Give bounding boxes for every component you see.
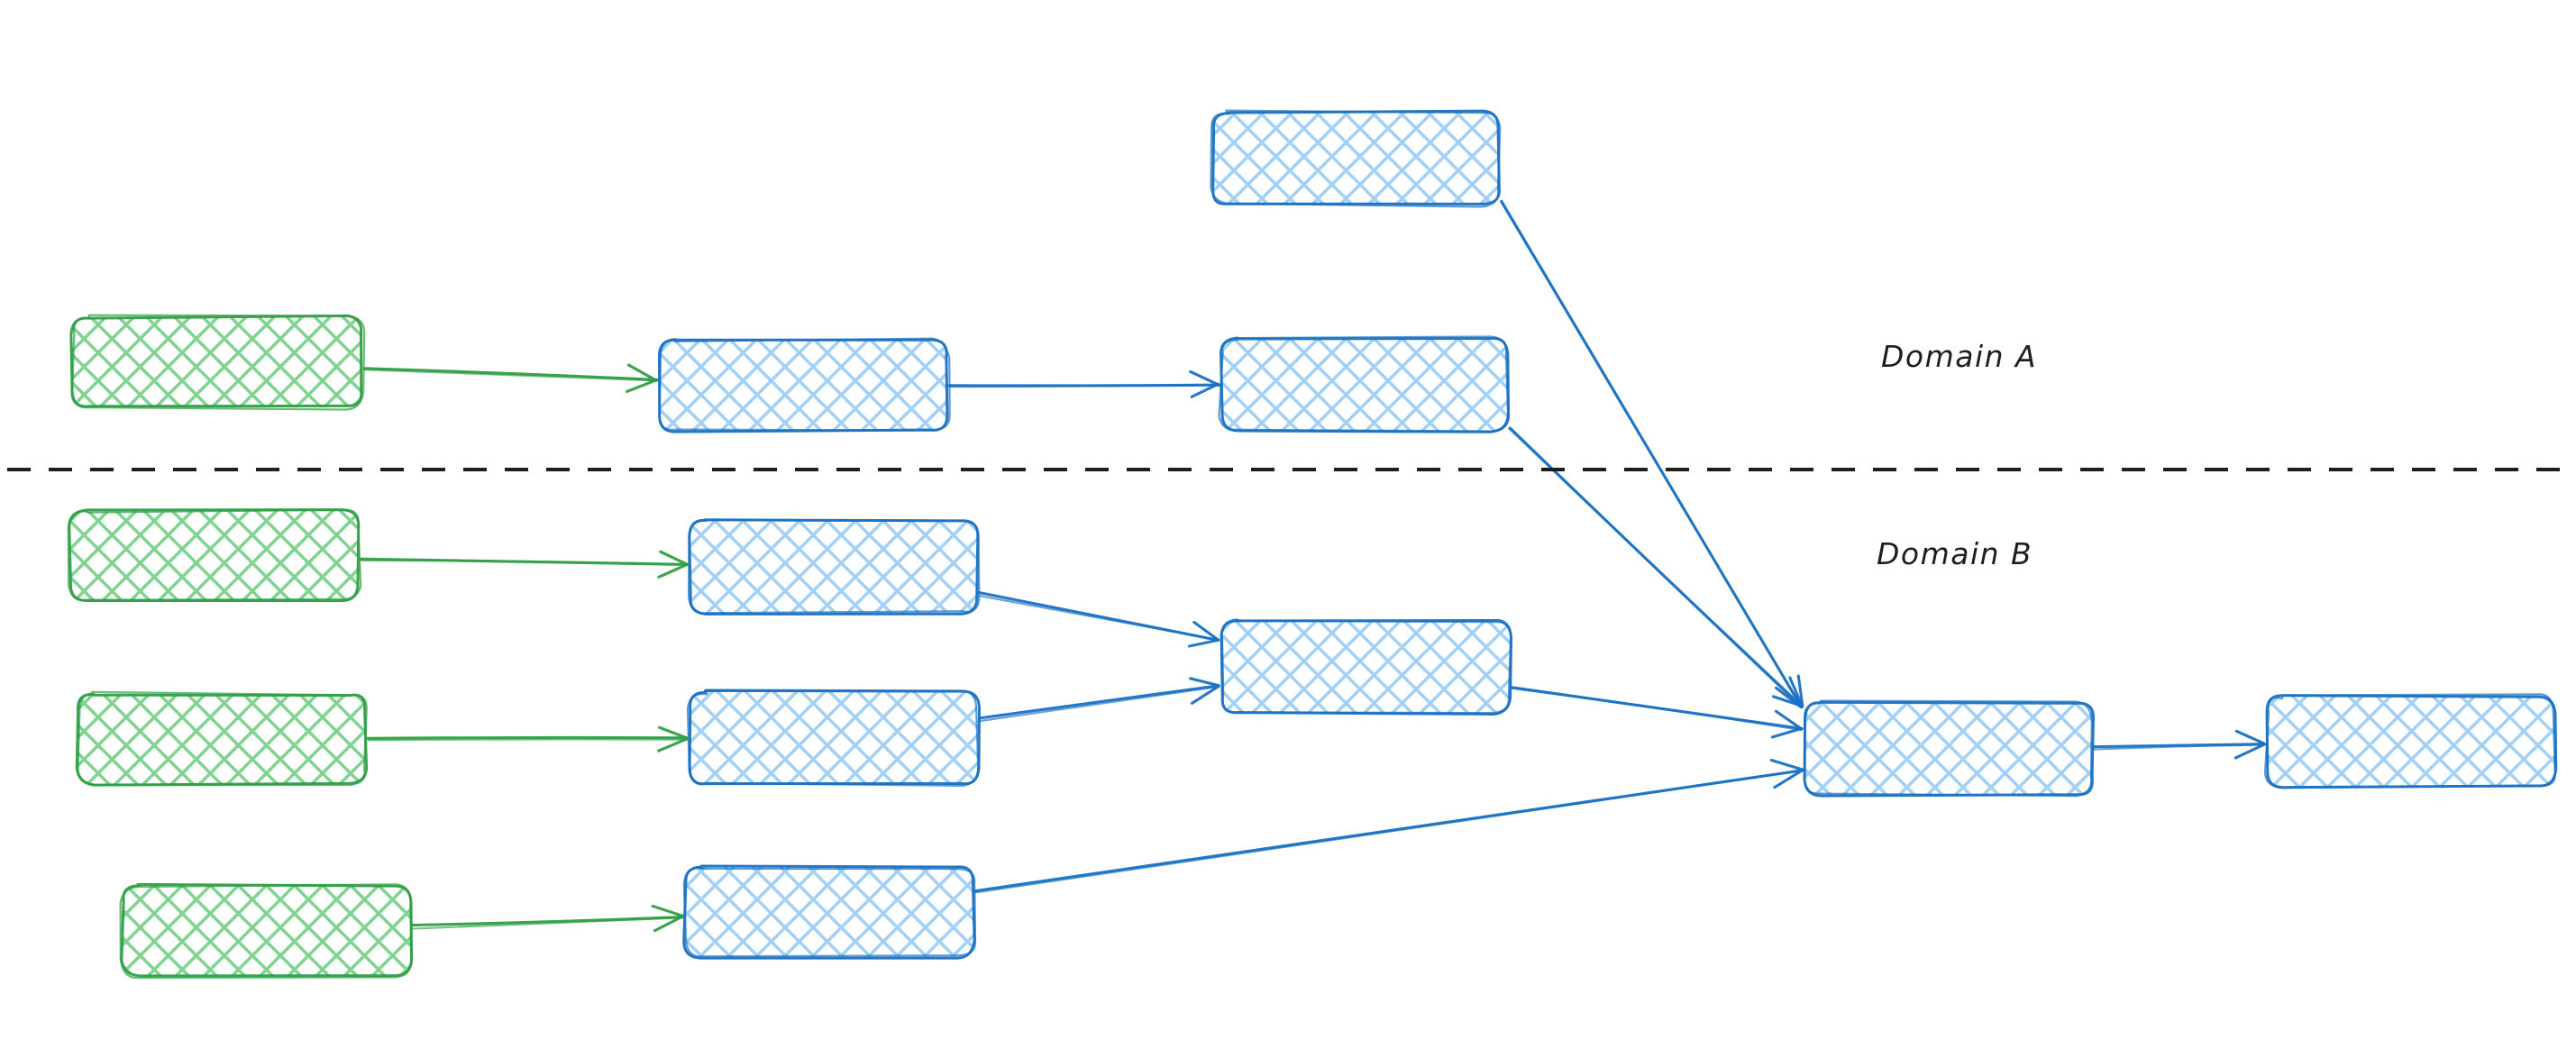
edge-blue-a2-to-blue-a3 <box>946 369 1221 398</box>
node-hitbox-green-2[interactable] <box>70 511 359 600</box>
node-hitbox-blue-b6[interactable] <box>2267 697 2555 787</box>
edge-blue-b3-to-blue-b5 <box>973 758 1804 894</box>
node-hitbox-blue-a1[interactable] <box>1212 112 1499 205</box>
node-blue-b5[interactable] <box>1803 699 2095 798</box>
node-green-3[interactable] <box>75 690 369 787</box>
edge-blue-a3-to-blue-b5 <box>1508 426 1804 708</box>
node-hitbox-blue-b4[interactable] <box>1221 620 1510 713</box>
edge-green-1-to-blue-a2 <box>362 363 659 393</box>
edges-layer <box>358 199 2267 933</box>
domain-a-label: Domain A <box>1881 339 2038 374</box>
node-blue-b1[interactable] <box>687 518 981 616</box>
node-hitbox-green-1[interactable] <box>72 317 362 407</box>
node-hitbox-green-3[interactable] <box>78 694 366 784</box>
edge-blue-b5-to-blue-b6 <box>2092 729 2267 760</box>
domain-b-label: Domain B <box>1877 536 2033 571</box>
edge-green-3-to-blue-b2 <box>366 725 690 753</box>
node-blue-b6[interactable] <box>2263 693 2558 789</box>
node-hitbox-blue-b1[interactable] <box>690 520 978 613</box>
node-hitbox-blue-b3[interactable] <box>685 867 973 957</box>
node-hitbox-blue-a3[interactable] <box>1221 338 1508 431</box>
node-blue-a3[interactable] <box>1218 335 1511 433</box>
edge-blue-a1-to-blue-b5 <box>1500 199 1804 709</box>
node-green-4[interactable] <box>119 882 414 980</box>
node-blue-b4[interactable] <box>1219 618 1512 716</box>
node-hitbox-blue-b5[interactable] <box>1804 703 2093 795</box>
nodes-layer <box>67 109 2558 980</box>
edge-blue-b1-to-blue-b4 <box>977 590 1220 648</box>
node-hitbox-green-4[interactable] <box>123 885 411 976</box>
node-hitbox-blue-b2[interactable] <box>690 692 978 785</box>
edge-green-2-to-blue-b1 <box>358 550 690 579</box>
edge-green-4-to-blue-b3 <box>411 904 685 933</box>
node-green-2[interactable] <box>67 508 362 603</box>
node-blue-a1[interactable] <box>1210 109 1502 208</box>
edge-blue-b2-to-blue-b4 <box>977 677 1220 723</box>
node-hitbox-blue-a2[interactable] <box>659 341 947 431</box>
node-blue-a2[interactable] <box>657 337 951 433</box>
node-green-1[interactable] <box>69 314 366 411</box>
node-blue-b2[interactable] <box>686 689 981 787</box>
edge-blue-b4-to-blue-b5 <box>1510 686 1804 739</box>
node-blue-b3[interactable] <box>682 864 977 960</box>
